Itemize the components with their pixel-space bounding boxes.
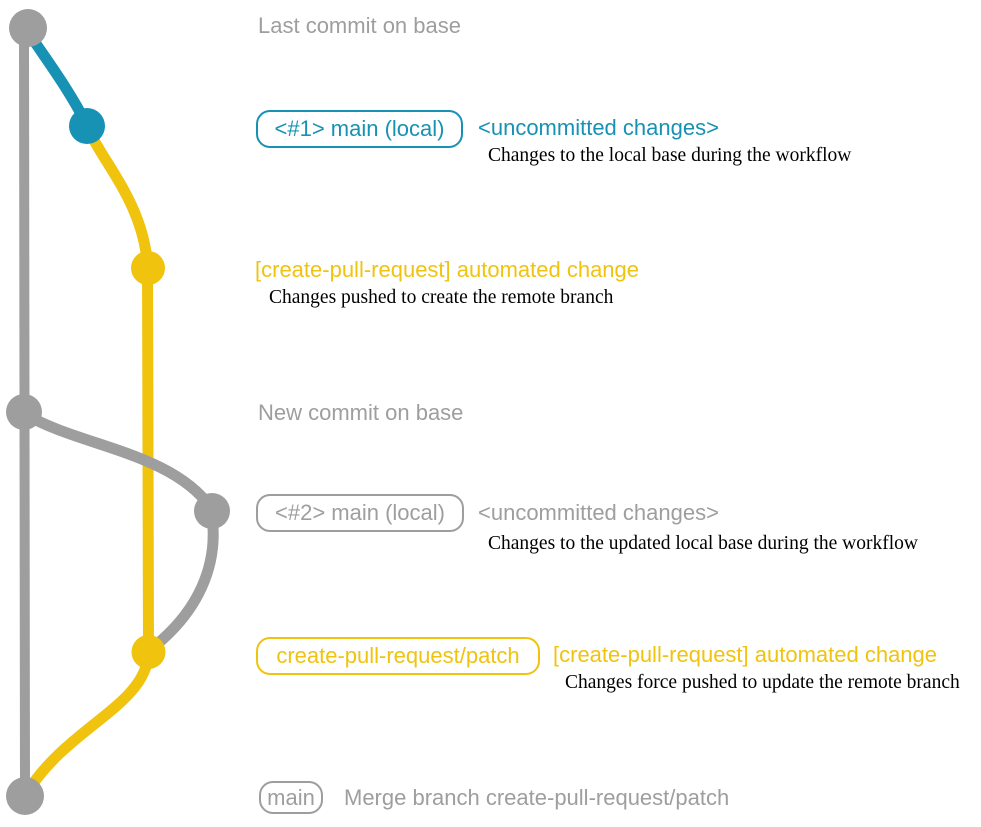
commit-desc-automated-1: Changes pushed to create the remote bran… (269, 287, 614, 308)
annotation-new-commit-on-base: New commit on base (258, 400, 464, 425)
commit-node-automated-1 (131, 251, 165, 285)
commit-node-merge (6, 777, 44, 815)
commit-title-uncommitted-1: <uncommitted changes> (478, 115, 719, 140)
branch-label-cpr-patch: create-pull-request/patch (256, 637, 540, 675)
commit-node-new-base (6, 394, 42, 430)
commit-node-last-base (9, 9, 47, 47)
branch-graph (6, 9, 230, 815)
branch-label-main-local-2: <#2> main (local) (256, 494, 464, 532)
updated-base-branch-out-curve (19, 408, 217, 514)
updated-base-branch-in-curve (145, 504, 219, 655)
commit-title-merge: Merge branch create-pull-request/patch (344, 785, 730, 810)
commit-desc-uncommitted-1: Changes to the local base during the wor… (488, 145, 852, 166)
commit-title-uncommitted-2: <uncommitted changes> (478, 500, 719, 525)
commit-node-automated-2 (131, 635, 166, 669)
merge-branch-curve (20, 647, 154, 800)
annotation-last-commit-on-base: Last commit on base (258, 13, 461, 38)
commit-title-automated-2: [create-pull-request] automated change (553, 642, 938, 667)
commit-desc-automated-2: Changes force pushed to update the remot… (565, 672, 960, 693)
commit-title-automated-1: [create-pull-request] automated change (255, 257, 640, 282)
pull-request-branch-curve-top (81, 120, 153, 271)
branch-label-main: main (259, 781, 323, 814)
branch-label-main-local-1: <#1> main (local) (256, 110, 463, 148)
commit-node-uncommitted-2 (194, 493, 230, 529)
commit-node-uncommitted-1 (69, 108, 105, 144)
commit-desc-uncommitted-2: Changes to the updated local base during… (488, 533, 918, 554)
